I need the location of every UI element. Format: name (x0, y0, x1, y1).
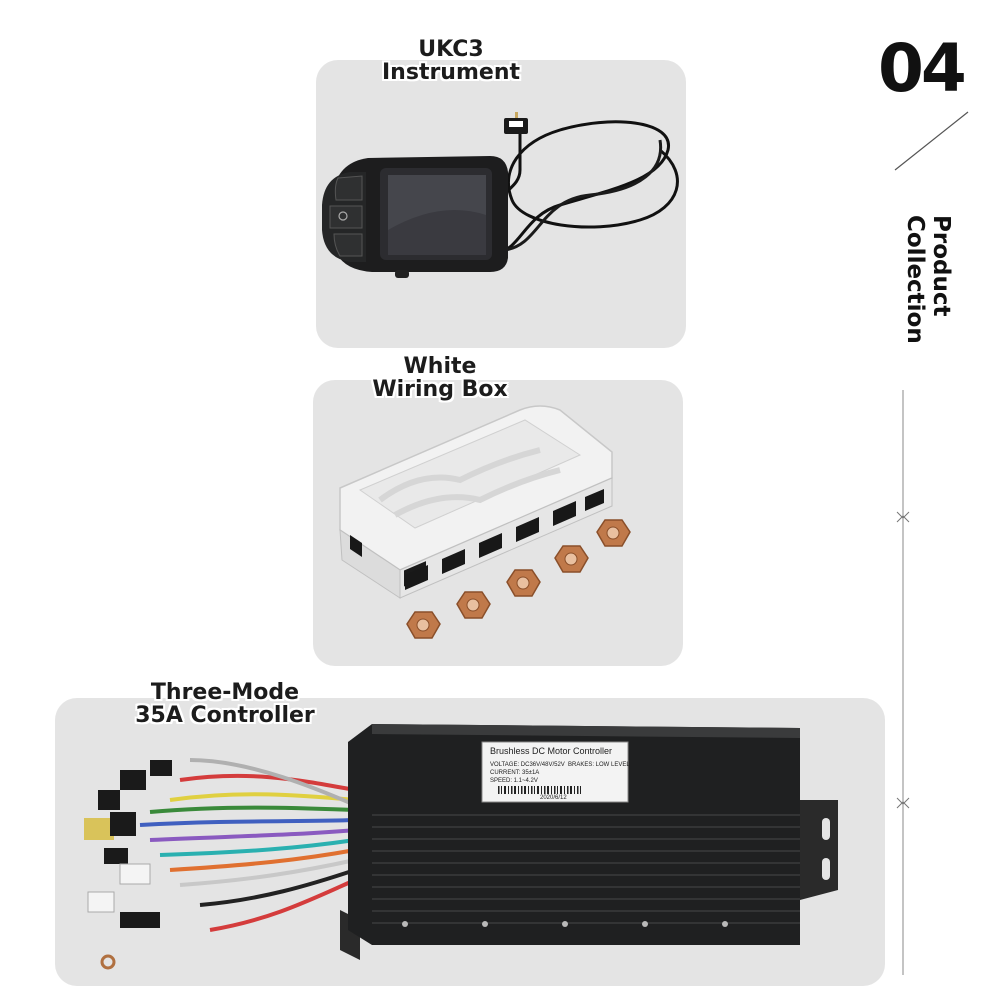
controller-label-brakes: BRAKES: LOW LEVEL (568, 762, 630, 768)
wiring-box-caption-line-2: Wiring Box (372, 377, 508, 402)
section-title: Product Collection (898, 215, 954, 344)
section-title-line-2: Collection (902, 215, 928, 344)
instrument-caption-line-2: Instrument (382, 60, 520, 85)
controller-caption: Three-Mode 35A Controller (110, 681, 340, 727)
controller-label-heading: Brushless DC Motor Controller (490, 746, 612, 756)
section-title-line-1: Product (928, 215, 954, 317)
controller-caption-line-2: 35A Controller (135, 703, 315, 728)
controller-label-speed: SPEED: 1.1~4.2V (490, 778, 538, 784)
instrument-caption-line-1: UKC3 (418, 37, 484, 62)
controller-label-current: CURRENT: 35±1A (490, 770, 539, 776)
section-number: 04 (878, 30, 967, 107)
wiring-box-caption: White Wiring Box (335, 355, 545, 401)
controller-label-date: 2020/6/12 (540, 795, 567, 801)
controller-label-voltage: VOLTAGE: DC36V/48V/52V (490, 762, 565, 768)
instrument-caption: UKC3 Instrument (346, 38, 556, 84)
wiring-box-caption-line-1: White (403, 354, 477, 379)
barcode (498, 786, 581, 794)
controller-caption-line-1: Three-Mode (150, 680, 300, 705)
